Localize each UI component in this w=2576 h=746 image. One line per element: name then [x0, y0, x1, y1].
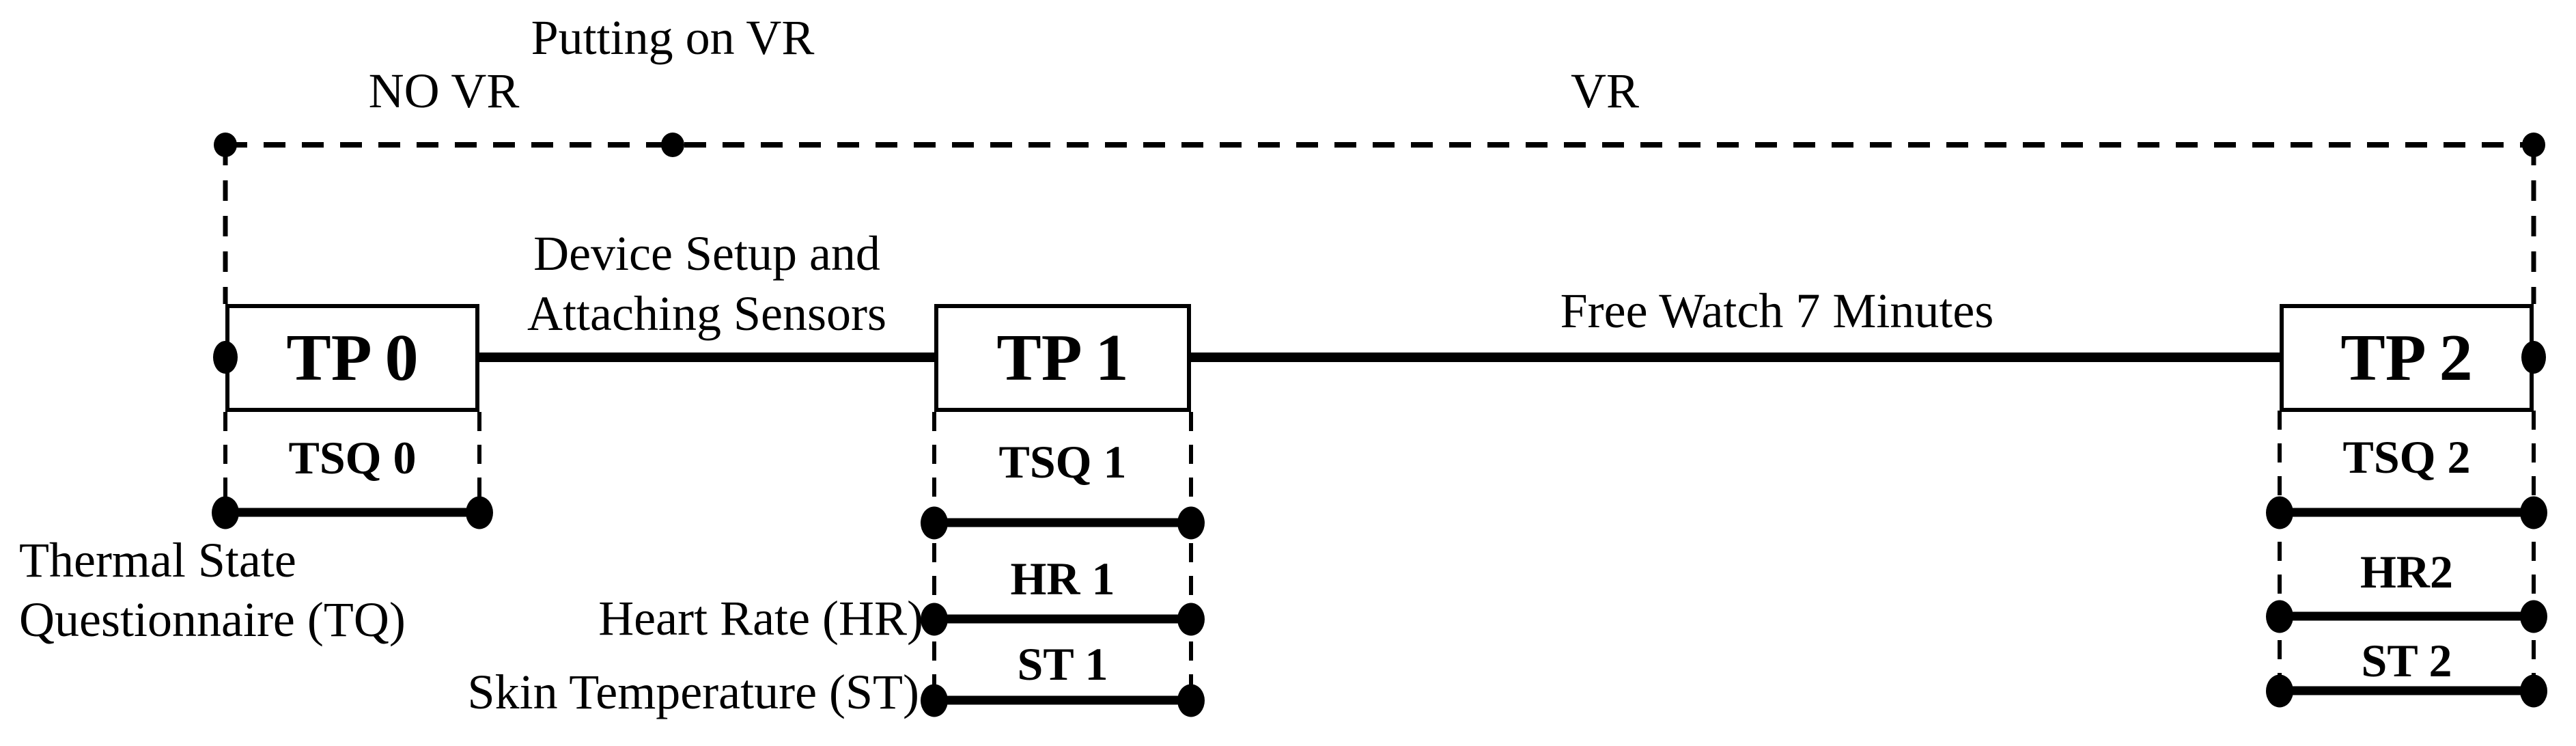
heart-rate-label: Heart Rate (HR) [598, 591, 923, 646]
st1-label: ST 1 [1017, 638, 1108, 690]
hr1-label: HR 1 [1010, 553, 1115, 605]
st1-bar [921, 684, 1205, 717]
phase-end-dot [2522, 133, 2545, 157]
hr1-bar [921, 603, 1205, 635]
tp2-guide-right [2532, 411, 2536, 691]
timeline-start-dot [213, 341, 238, 374]
tsq0-label: TSQ 0 [288, 432, 417, 484]
thermal-questionnaire-label-line1: Thermal State [19, 533, 296, 588]
tsq2-bar [2266, 496, 2547, 529]
hr2-bar-left-dot [2266, 600, 2293, 633]
timeline-end-dot [2521, 341, 2546, 374]
tp0-label: TP 0 [286, 321, 419, 395]
tsq1-bar-left-dot [921, 506, 948, 539]
putting-on-vr-label: Putting on VR [531, 10, 815, 65]
tsq1-bar-right-dot [1177, 506, 1205, 539]
device-setup-label-line2: Attaching Sensors [527, 286, 886, 341]
st2-label: ST 2 [2361, 635, 2452, 687]
timeline-segment-setup [479, 353, 934, 362]
hr1-bar-right-dot [1177, 603, 1205, 635]
vr-label: VR [1570, 64, 1640, 118]
tsq1-label: TSQ 1 [998, 436, 1127, 488]
device-setup-label-line1: Device Setup and [533, 226, 880, 281]
tp2-guide-left [2278, 411, 2282, 691]
tsq1-bar [921, 506, 1205, 539]
thermal-questionnaire-label-line2: Questionnaire (TQ) [19, 592, 406, 647]
tsq2-label: TSQ 2 [2342, 431, 2471, 483]
tp1-guide-right [1189, 412, 1193, 700]
tsq2-bar-right-dot [2520, 496, 2547, 529]
phase-end-drop-line [2531, 145, 2536, 304]
tp0-guide-left [223, 412, 227, 512]
tsq0-bar-right-dot [466, 496, 493, 529]
tp2-box: TP 2 [2280, 304, 2534, 412]
tp0-guide-right [477, 412, 481, 512]
phase-start-drop-line [223, 145, 228, 304]
st2-bar-right-dot [2520, 674, 2547, 707]
tp0-box: TP 0 [225, 304, 479, 412]
hr2-bar [2266, 600, 2547, 633]
st2-bar [2266, 674, 2547, 707]
st2-bar-left-dot [2266, 674, 2293, 707]
tp2-label: TP 2 [2340, 321, 2473, 395]
tsq2-bar-left-dot [2266, 496, 2293, 529]
putting-on-vr-dot [661, 133, 684, 157]
st1-bar-right-dot [1177, 684, 1205, 717]
hr1-bar-left-dot [921, 603, 948, 635]
no-vr-label: NO VR [368, 64, 520, 118]
tsq0-bar-left-dot [212, 496, 239, 529]
hr2-label: HR2 [2360, 546, 2453, 598]
tp1-box: TP 1 [934, 304, 1191, 412]
tsq0-bar [212, 496, 493, 529]
phase-dashed-line [225, 142, 2534, 148]
phase-start-dot [214, 133, 237, 157]
hr2-bar-right-dot [2520, 600, 2547, 633]
timeline-segment-freewatch [1191, 353, 2280, 362]
free-watch-label: Free Watch 7 Minutes [1560, 284, 1994, 338]
st1-bar-left-dot [921, 684, 948, 717]
tp1-guide-left [932, 412, 936, 700]
skin-temperature-label: Skin Temperature (ST) [467, 665, 919, 719]
tp1-label: TP 1 [996, 321, 1129, 395]
